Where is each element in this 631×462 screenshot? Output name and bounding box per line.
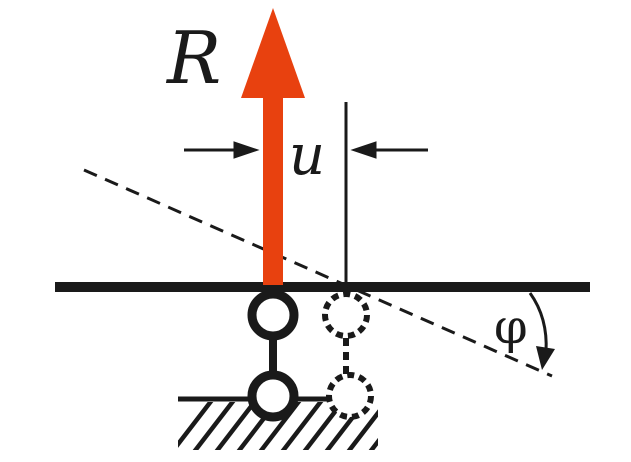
force-label: R — [165, 16, 221, 100]
force-arrow — [241, 8, 305, 285]
offset-dimension-arrows — [184, 141, 428, 159]
displaced-upper-hinge — [322, 291, 370, 339]
ground-hatching — [178, 402, 378, 450]
displaced-lower-hinge — [326, 372, 374, 420]
angle-label: φ — [494, 299, 528, 355]
angle-arrow — [528, 292, 555, 370]
upper-hinge — [247, 289, 299, 341]
lower-hinge — [247, 370, 299, 422]
offset-label: u — [289, 123, 325, 188]
rotated-axis-line — [83, 168, 553, 378]
